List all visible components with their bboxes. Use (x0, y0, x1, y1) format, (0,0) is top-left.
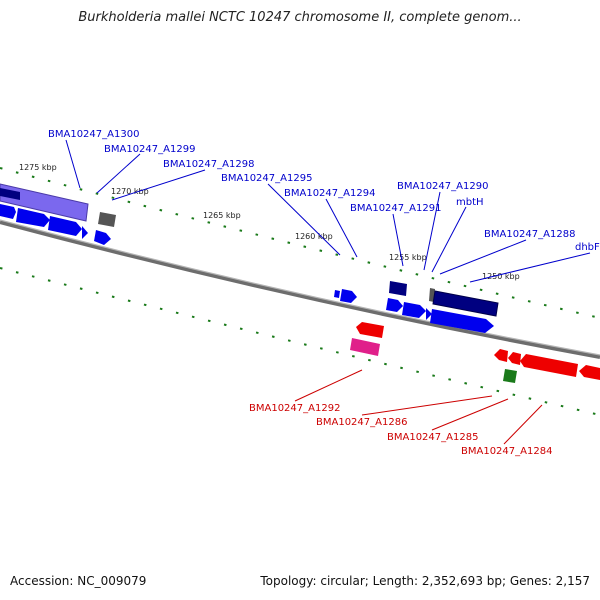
backbone-line (0, 220, 600, 359)
gene-blue-5[interactable] (94, 230, 111, 245)
accession-info: Accession: NC_009079 (10, 574, 147, 588)
gene-purple-1300[interactable] (0, 183, 89, 222)
leader-mbtH (431, 206, 467, 273)
gene-red-1286a[interactable] (494, 349, 508, 362)
gene-label-a1298[interactable]: BMA10247_A1298 (163, 159, 254, 170)
tick-label-1250: 1250 kbp (482, 272, 520, 281)
gene-blue-mbtH[interactable] (402, 302, 426, 318)
gene-label-a1291[interactable]: BMA10247_A1291 (350, 203, 441, 214)
tick-label-1265: 1265 kbp (203, 211, 241, 220)
tick-label-1255: 1255 kbp (389, 253, 427, 262)
gene-label-a1284[interactable]: BMA10247_A1284 (461, 446, 552, 457)
backbone (0, 219, 600, 359)
leader-a1298 (111, 169, 206, 201)
leader-a1292 (294, 369, 363, 402)
gene-label-a1286[interactable]: BMA10247_A1286 (316, 417, 407, 428)
leader-a1286 (361, 395, 493, 416)
gene-blue-tiny[interactable] (334, 290, 340, 298)
tick-label-1270: 1270 kbp (111, 187, 149, 196)
backbone-highlight (0, 219, 600, 356)
gene-label-mbtH[interactable]: mbtH (456, 197, 484, 208)
tick-labels: 1275 kbp 1270 kbp 1265 kbp 1260 kbp 1255… (19, 163, 520, 281)
gene-blue-3[interactable] (48, 216, 82, 236)
leader-a1299 (96, 153, 141, 194)
tick-label-1260: 1260 kbp (295, 232, 333, 241)
leader-a1288 (439, 239, 527, 275)
gene-label-a1290[interactable]: BMA10247_A1290 (397, 181, 488, 192)
gene-navy-1291[interactable] (389, 281, 407, 296)
gene-blue-1[interactable] (0, 204, 16, 219)
leader-a1294 (325, 198, 358, 258)
gene-pink-1292[interactable] (350, 338, 380, 356)
gene-blue-4[interactable] (82, 226, 88, 239)
gene-label-a1300[interactable]: BMA10247_A1300 (48, 129, 139, 140)
gene-label-a1292[interactable]: BMA10247_A1292 (249, 403, 340, 414)
gene-navy-1288[interactable] (432, 290, 499, 317)
leader-a1291 (392, 213, 404, 267)
gene-label-a1288[interactable]: BMA10247_A1288 (484, 229, 575, 240)
reverse-gene-labels: BMA10247_A1292 BMA10247_A1286 BMA10247_A… (249, 403, 552, 457)
forward-leaders (65, 139, 591, 283)
gene-label-a1299[interactable]: BMA10247_A1299 (104, 144, 195, 155)
gene-label-a1295[interactable]: BMA10247_A1295 (221, 173, 312, 184)
gene-blue-2[interactable] (16, 208, 50, 227)
reverse-leaders (294, 369, 543, 445)
gene-label-a1294[interactable]: BMA10247_A1294 (284, 188, 375, 199)
leader-a1285 (431, 398, 509, 431)
genes-layer (0, 183, 600, 383)
gene-red-1284[interactable] (579, 365, 600, 380)
gene-navy-left[interactable] (0, 188, 20, 200)
gene-red-1285[interactable] (520, 354, 578, 377)
gene-red-1286b[interactable] (508, 352, 521, 365)
leader-a1284 (503, 404, 543, 445)
tick-label-1275: 1275 kbp (19, 163, 57, 172)
gene-label-a1285[interactable]: BMA10247_A1285 (387, 432, 478, 443)
leader-a1300 (65, 139, 81, 189)
gene-blue-small[interactable] (426, 308, 432, 320)
map-title: Burkholderia mallei NCTC 10247 chromosom… (78, 10, 522, 25)
forward-gene-labels: BMA10247_A1300 BMA10247_A1299 BMA10247_A… (48, 129, 600, 253)
gene-label-dhbF[interactable]: dhbF (575, 242, 600, 253)
gene-blue-dhbF[interactable] (430, 309, 494, 333)
leader-dhbF (469, 252, 591, 283)
gene-blue-1295[interactable] (340, 289, 357, 303)
gene-blue-1290[interactable] (386, 298, 403, 312)
leader-a1295 (267, 183, 341, 256)
gene-green[interactable] (503, 369, 517, 383)
gene-red-1292[interactable] (356, 322, 384, 338)
gene-gray-1299[interactable] (98, 212, 116, 227)
genome-summary: Topology: circular; Length: 2,352,693 bp… (260, 574, 590, 588)
leader-a1290 (423, 191, 441, 271)
